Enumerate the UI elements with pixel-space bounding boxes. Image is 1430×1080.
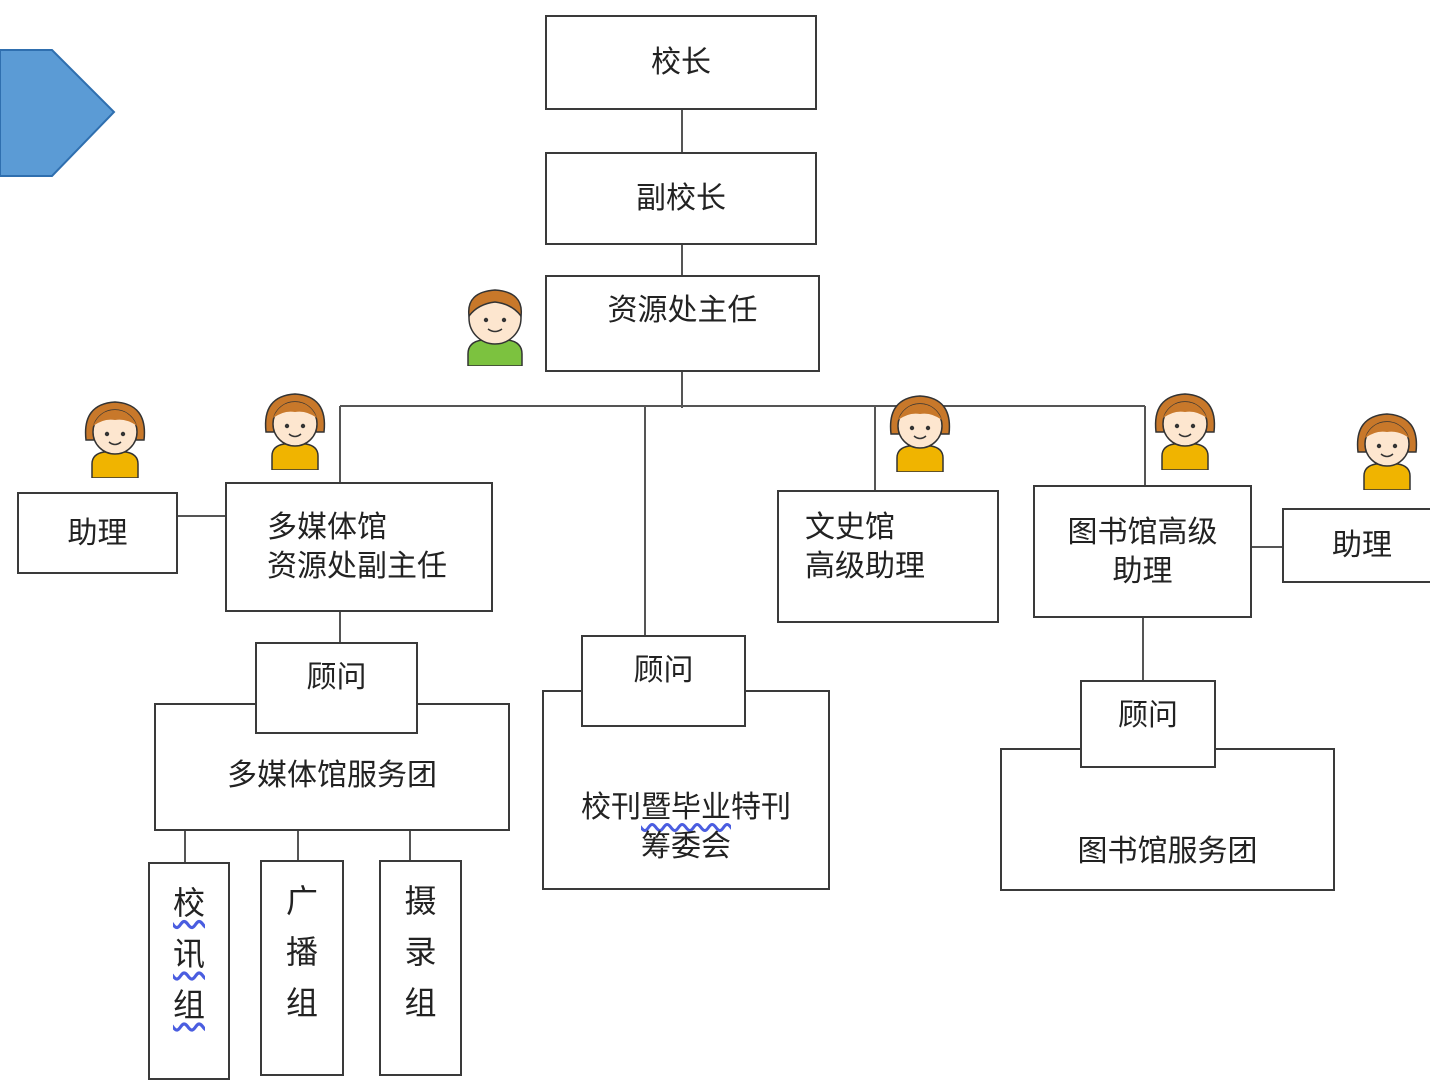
magazine-title-b: 暨毕业 (641, 790, 731, 825)
news-group-label: 校 讯 组 (172, 884, 205, 1025)
advisor-multimedia-box: 顾问 (255, 642, 418, 734)
magazine-title-c: 特刊 (731, 790, 791, 825)
girl-avatar-icon (264, 393, 326, 470)
advisor-library-box: 顾问 (1080, 680, 1216, 768)
advisor-magazine-box: 顾问 (581, 635, 746, 727)
assistant-left-box: 助理 (17, 492, 178, 574)
chevron-arrow-icon (0, 49, 116, 177)
broadcast-group-box: 广 播 组 (260, 860, 344, 1076)
resource-director-box: 资源处主任 (545, 275, 820, 372)
girl-avatar-icon (1356, 413, 1418, 490)
girl-avatar-icon (889, 395, 951, 472)
multimedia-head-box: 多媒体馆 资源处副主任 (225, 482, 493, 612)
magazine-title-a: 校刊 (581, 790, 641, 825)
library-senior-box: 图书馆高级 助理 (1033, 485, 1252, 618)
culture-history-box: 文史馆 高级助理 (777, 490, 999, 623)
girl-avatar-icon (1154, 393, 1216, 470)
assistant-right-box: 助理 (1282, 508, 1430, 583)
magazine-committee-line1: 校刊暨毕业特刊 (581, 788, 791, 827)
principal-box: 校长 (545, 15, 817, 110)
vice-principal-box: 副校长 (545, 152, 817, 245)
boy-avatar-icon (467, 289, 523, 366)
library-service-box: 图书馆服务团 (1000, 748, 1335, 891)
girl-avatar-icon (84, 401, 146, 478)
news-group-box: 校 讯 组 (148, 862, 230, 1080)
magazine-committee-line2: 筹委会 (641, 829, 731, 864)
recording-group-box: 摄 录 组 (379, 860, 462, 1076)
